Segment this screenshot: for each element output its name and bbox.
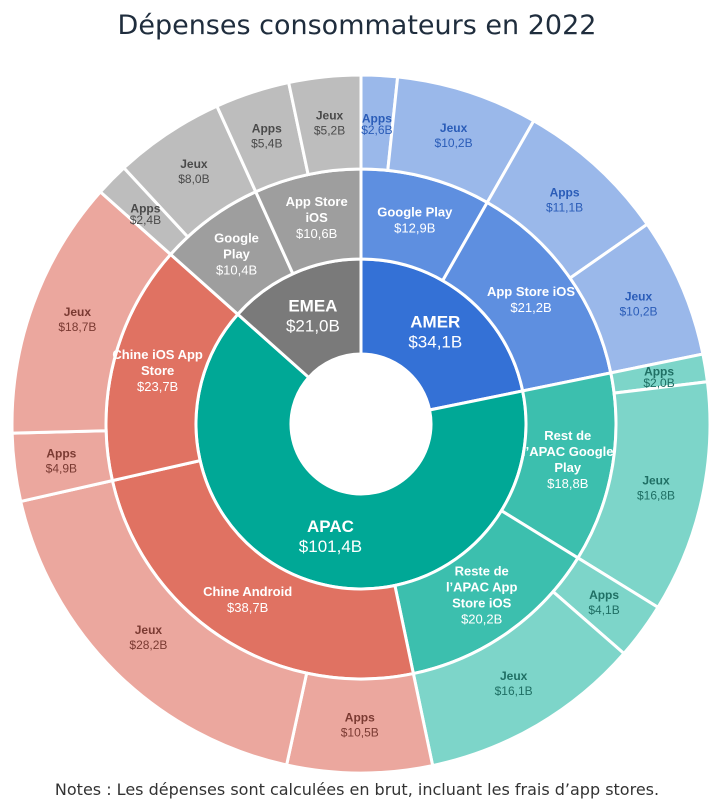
region-amer-store-google-play-apps-name: Apps (362, 112, 392, 126)
region-apac-store-chine-android-name: Chine Android (203, 584, 292, 599)
region-emea-store-google-play-value: $10,4B (216, 262, 257, 277)
region-apac-store-rest-de-l-apac-google-play-value: $18,8B (547, 476, 588, 491)
region-emea-store-app-store-ios-name: iOS (305, 210, 328, 225)
region-emea-label: EMEA$21,0B (286, 296, 340, 335)
region-amer-store-app-store-ios-apps-label: Apps$11,1B (546, 186, 583, 215)
region-emea-store-app-store-ios-apps-name: Apps (252, 122, 282, 136)
region-amer-value: $34,1B (408, 332, 462, 351)
region-apac-store-rest-de-l-apac-google-play-name: l’APAC Google (522, 444, 613, 459)
region-emea-store-google-play-apps-label: Apps$2,4B (130, 202, 161, 227)
region-amer-store-app-store-ios-apps-value: $11,1B (546, 201, 583, 215)
region-emea-store-google-play-jeux-label: Jeux$8,0B (178, 157, 209, 186)
region-emea-store-google-play-jeux-value: $8,0B (178, 172, 209, 186)
region-apac-store-rest-de-l-apac-google-play-name: Rest de (544, 428, 591, 443)
region-apac-store-reste-de-l-apac-app-store-ios-jeux-name: Jeux (500, 669, 528, 683)
region-emea-store-google-play-apps-value: $2,4B (130, 213, 161, 227)
region-amer-store-google-play-name: Google Play (377, 204, 453, 219)
region-apac-store-rest-de-l-apac-google-play-jeux-name: Jeux (642, 473, 670, 487)
region-emea-store-app-store-ios-jeux-value: $5,2B (314, 123, 345, 137)
region-apac-store-reste-de-l-apac-app-store-ios-jeux-value: $16,1B (495, 684, 533, 698)
region-amer-store-app-store-ios-jeux-label: Jeux$10,2B (619, 290, 657, 319)
region-amer-store-app-store-ios-label: App Store iOS$21,2B (487, 284, 575, 315)
chart-title: Dépenses consommateurs en 2022 (117, 10, 597, 41)
region-apac-store-reste-de-l-apac-app-store-ios-value: $20,2B (461, 611, 502, 626)
region-emea-store-app-store-ios-apps-label: Apps$5,4B (251, 122, 282, 151)
arcs-layer (10, 73, 712, 775)
region-amer-store-google-play-jeux-label: Jeux$10,2B (435, 121, 473, 150)
region-apac-store-chine-ios-app-store-apps-name: Apps (46, 446, 76, 460)
region-emea-store-google-play-name: Google (214, 230, 259, 245)
region-emea-store-google-play-name: Play (223, 246, 251, 261)
region-amer-name: AMER (410, 312, 460, 331)
region-emea-store-app-store-ios-apps-value: $5,4B (251, 137, 282, 151)
region-apac-store-chine-android-apps-label: Apps$10,5B (341, 711, 379, 740)
region-amer-store-app-store-ios-value: $21,2B (510, 300, 551, 315)
region-emea-store-google-play-jeux-name: Jeux (180, 157, 208, 171)
region-emea-store-app-store-ios-jeux-name: Jeux (316, 108, 344, 122)
region-emea-store-app-store-ios-name: App Store (286, 194, 348, 209)
region-apac-store-reste-de-l-apac-app-store-ios-apps-name: Apps (589, 588, 619, 602)
region-apac-store-reste-de-l-apac-app-store-ios-name: Store iOS (452, 595, 512, 610)
region-apac-label: APAC$101,4B (299, 517, 362, 556)
region-apac-store-chine-ios-app-store-jeux-value: $18,7B (58, 320, 96, 334)
region-apac-store-chine-android-label: Chine Android$38,7B (203, 584, 292, 615)
region-amer-store-google-play-apps-value: $2,6B (361, 123, 392, 137)
region-apac-store-reste-de-l-apac-app-store-ios-jeux-label: Jeux$16,1B (495, 669, 533, 698)
region-amer-store-google-play-jeux-name: Jeux (440, 121, 468, 135)
region-emea-name: EMEA (288, 296, 337, 315)
region-apac-store-chine-ios-app-store-apps-label: Apps$4,9B (46, 446, 77, 475)
region-apac-store-reste-de-l-apac-app-store-ios-name: Reste de (455, 563, 509, 578)
region-apac-store-reste-de-l-apac-app-store-ios-apps-value: $4,1B (588, 603, 619, 617)
region-amer-store-google-play-value: $12,9B (394, 220, 435, 235)
region-apac-store-rest-de-l-apac-google-play-name: Play (554, 460, 582, 475)
region-apac-store-rest-de-l-apac-google-play-jeux-label: Jeux$16,8B (637, 473, 675, 502)
region-amer-store-google-play-label: Google Play$12,9B (377, 204, 453, 235)
region-emea-store-app-store-ios-jeux-label: Jeux$5,2B (314, 108, 345, 137)
region-amer-label: AMER$34,1B (408, 312, 462, 351)
region-apac-value: $101,4B (299, 537, 362, 556)
region-apac-store-chine-android-jeux-value: $28,2B (129, 638, 167, 652)
region-amer-store-app-store-ios-jeux-value: $10,2B (619, 305, 657, 319)
region-apac-store-chine-android-apps-value: $10,5B (341, 726, 379, 740)
region-emea-store-app-store-ios-value: $10,6B (296, 226, 337, 241)
region-apac-store-chine-ios-app-store-apps-value: $4,9B (46, 461, 77, 475)
region-apac-store-chine-ios-app-store-name: Chine iOS App (112, 347, 203, 362)
region-apac-name: APAC (307, 517, 354, 536)
region-emea-value: $21,0B (286, 316, 340, 335)
region-apac-store-rest-de-l-apac-google-play-apps-name: Apps (644, 365, 674, 379)
region-apac-store-chine-ios-app-store-jeux-name: Jeux (64, 305, 92, 319)
region-apac-store-chine-ios-app-store-name: Store (141, 363, 174, 378)
region-emea-store-app-store-ios-jeux-segment (286, 73, 363, 177)
region-apac-store-chine-android-apps-name: Apps (345, 711, 375, 725)
region-apac-store-rest-de-l-apac-google-play-jeux-value: $16,8B (637, 488, 675, 502)
region-apac-store-reste-de-l-apac-app-store-ios-apps-label: Apps$4,1B (588, 588, 619, 617)
region-emea-store-google-play-apps-name: Apps (130, 202, 160, 216)
region-apac-store-chine-android-jeux-label: Jeux$28,2B (129, 623, 167, 652)
center-hole (291, 354, 431, 494)
region-apac-store-chine-ios-app-store-value: $23,7B (137, 379, 178, 394)
region-amer-store-app-store-ios-apps-name: Apps (550, 186, 580, 200)
region-apac-store-chine-android-value: $38,7B (227, 600, 268, 615)
region-apac-store-rest-de-l-apac-google-play-apps-label: Apps$2,0B (643, 365, 674, 390)
region-amer-store-google-play-apps-label: Apps$2,6B (361, 112, 392, 137)
region-apac-store-reste-de-l-apac-app-store-ios-name: l’APAC App (446, 579, 518, 594)
region-apac-store-chine-android-jeux-name: Jeux (135, 623, 163, 637)
region-apac-store-chine-ios-app-store-jeux-label: Jeux$18,7B (58, 305, 96, 334)
chart-note: Notes : Les dépenses sont calculées en b… (54, 780, 660, 799)
region-amer-store-app-store-ios-name: App Store iOS (487, 284, 575, 299)
region-apac-store-rest-de-l-apac-google-play-apps-value: $2,0B (643, 376, 674, 390)
region-amer-store-google-play-jeux-value: $10,2B (435, 136, 473, 150)
region-amer-store-app-store-ios-jeux-name: Jeux (625, 290, 653, 304)
